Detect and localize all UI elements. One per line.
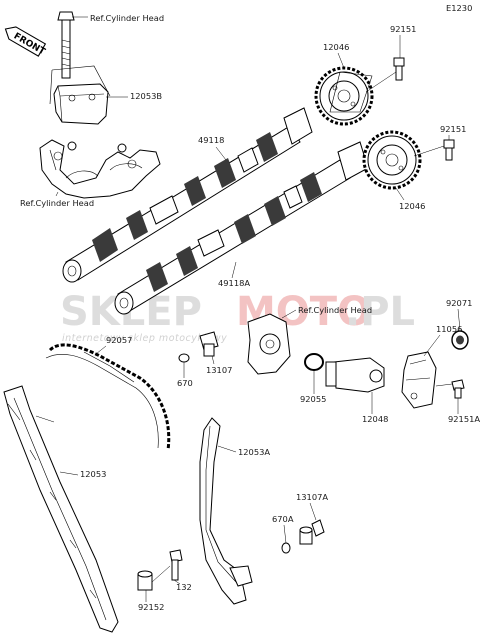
ref-cylinder-head-tensioner: Ref.Cylinder Head <box>298 305 372 315</box>
bolt-132 <box>169 549 183 581</box>
part-12053: 12053 <box>80 469 106 479</box>
part-12053A: 12053A <box>238 447 270 457</box>
diagram-code: E1230 <box>446 3 472 13</box>
cam-sprocket-12046-top <box>314 66 374 126</box>
o-ring-670A <box>281 542 291 554</box>
o-ring-670 <box>178 353 190 363</box>
cylinder-head-bolt <box>57 11 75 79</box>
watermark-tagline: internetowy sklep motocyklowy <box>62 333 227 344</box>
ref-cylinder-head-top: Ref.Cylinder Head <box>90 13 164 23</box>
part-92151A: 92151A <box>448 414 480 424</box>
part-49118A: 49118A <box>218 278 250 288</box>
camshaft-cap-assembly <box>39 139 161 199</box>
part-92151-top: 92151 <box>390 24 416 34</box>
washer-92071 <box>451 330 469 350</box>
camshaft-holder-12053B <box>53 83 109 125</box>
o-ring-92055 <box>304 353 324 371</box>
bolt-13107A <box>299 519 325 545</box>
watermark: SKLEP MOTO .PL internetowy sklep motocyk… <box>60 289 415 344</box>
tensioner-housing <box>247 313 291 375</box>
ref-cylinder-head-mid: Ref.Cylinder Head <box>20 198 94 208</box>
part-13107: 13107 <box>206 365 232 375</box>
chain-guide-12053 <box>3 385 119 633</box>
watermark-brand-right: .PL <box>345 289 415 335</box>
front-direction-badge: FRONT <box>4 26 47 58</box>
camshaft-49118 <box>62 107 313 283</box>
part-12046-top: 12046 <box>323 42 349 52</box>
chain-tensioner-12048 <box>325 357 385 393</box>
sprocket-bolt-92151-top <box>393 57 405 81</box>
sprocket-bolt-92151-right <box>443 139 455 161</box>
part-132: 132 <box>176 582 192 592</box>
part-92152: 92152 <box>138 602 164 612</box>
bolt-13107 <box>199 331 219 357</box>
part-12048: 12048 <box>362 414 388 424</box>
camshaft-49118A <box>114 141 369 315</box>
part-92151-right: 92151 <box>440 124 466 134</box>
part-11056: 11056 <box>436 324 462 334</box>
part-13107A: 13107A <box>296 492 328 502</box>
part-92055: 92055 <box>300 394 326 404</box>
part-92071: 92071 <box>446 298 472 308</box>
bolt-92151A <box>451 379 465 399</box>
bracket-11056 <box>401 351 437 409</box>
cam-sprocket-12046-bottom <box>362 130 422 190</box>
part-49118: 49118 <box>198 135 224 145</box>
part-12053B: 12053B <box>130 91 162 101</box>
part-92057: 92057 <box>106 335 132 345</box>
cam-chain-92057 <box>45 343 171 451</box>
collar-92152 <box>137 570 153 591</box>
chain-guide-12053A <box>199 417 253 605</box>
part-12046-bottom: 12046 <box>399 201 425 211</box>
part-670A: 670A <box>272 514 294 524</box>
part-670: 670 <box>177 378 193 388</box>
